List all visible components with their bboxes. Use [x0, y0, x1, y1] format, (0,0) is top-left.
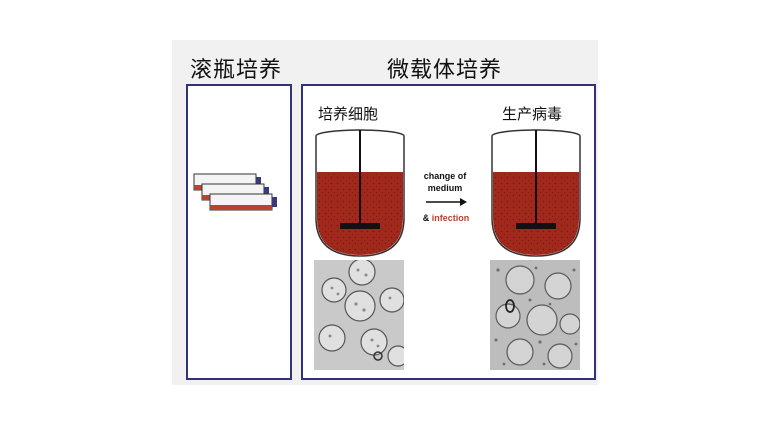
vessel-left-label: 培养细胞: [318, 105, 379, 123]
roller-bottle-title: 滚瓶培养: [190, 58, 283, 83]
arrow-right-icon: [426, 198, 467, 206]
bioreactor-left-icon: [315, 129, 405, 257]
infection-label: infection: [431, 213, 470, 223]
bioreactor-right-icon: [491, 129, 581, 257]
arrow-text-line1: change of: [423, 171, 467, 181]
micrograph-microcarriers: [314, 260, 404, 370]
arrow-text-line2: medium: [427, 183, 463, 193]
arrow-caption: change of medium: [410, 170, 480, 194]
roller-bottles-icon: [193, 173, 277, 211]
roller-bottle-panel: [186, 84, 292, 380]
microcarrier-title: 微载体培养: [387, 58, 503, 83]
arrow-amp: &: [422, 213, 430, 223]
vessel-right-label: 生产病毒: [502, 105, 563, 123]
arrow-infection-caption: & infection: [408, 212, 484, 224]
micrograph-infected-microcarriers: [490, 260, 580, 370]
roller-bottle-3: [209, 193, 277, 211]
